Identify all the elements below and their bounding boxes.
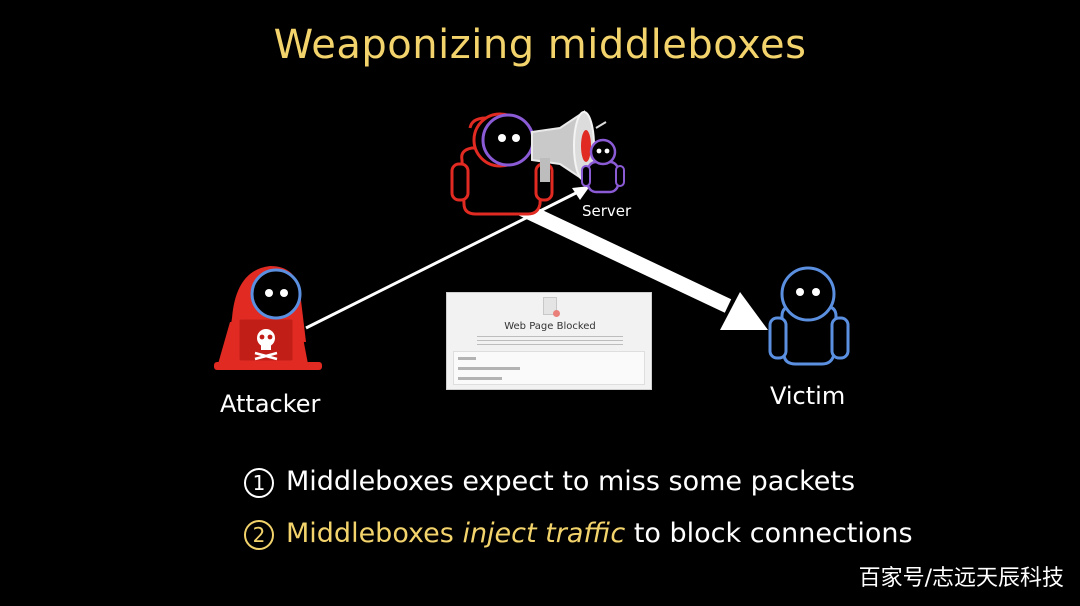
server-label: Server (582, 202, 632, 220)
bullet-text: Middleboxes expect to miss some packets (286, 466, 856, 497)
bullet-text-pre: Middleboxes (286, 518, 463, 549)
field-line (458, 367, 520, 370)
blocked-page-description (477, 336, 623, 348)
blocked-page-fields (453, 351, 645, 385)
field-line (458, 357, 476, 360)
bullet-text-post: to block connections (625, 518, 913, 549)
attacker-label: Attacker (220, 390, 321, 418)
censor-to-victim-arrow (508, 197, 768, 330)
server-icon (581, 138, 625, 194)
bullet-number: 2 (244, 519, 274, 550)
slide-title: Weaponizing middleboxes (273, 22, 807, 68)
blocked-page-title: Web Page Blocked (504, 321, 596, 332)
victim-label: Victim (770, 382, 846, 410)
megaphone-icon (531, 110, 607, 182)
censor-icon (450, 112, 554, 216)
bullet-1: 1 Middleboxes expect to miss some packets (244, 466, 855, 498)
blocked-document-icon (543, 297, 560, 317)
watermark: 百家号/志远天辰科技 (858, 566, 1064, 591)
bullet-2: 2 Middleboxes inject traffic to block con… (244, 518, 913, 550)
field-line (458, 377, 502, 380)
attacker-icon (214, 266, 322, 370)
victim-icon (768, 266, 850, 366)
bullet-text-emphasis: inject traffic (462, 518, 626, 549)
bullet-number: 1 (244, 467, 274, 498)
blocked-page-screenshot: Web Page Blocked (446, 292, 652, 390)
